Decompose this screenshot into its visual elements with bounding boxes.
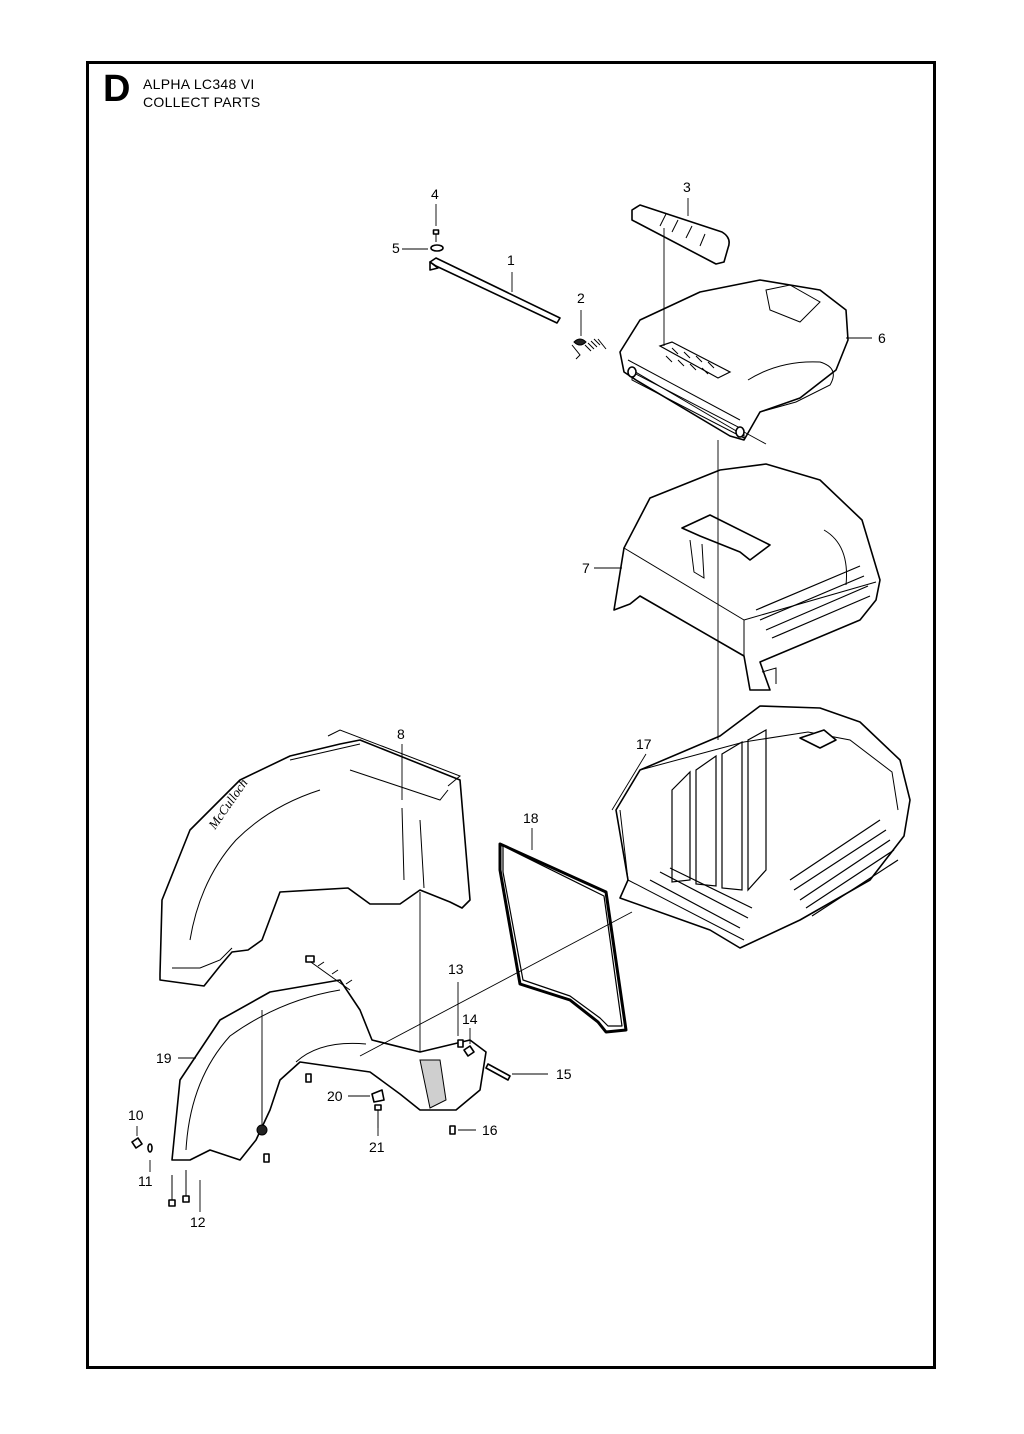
part-11-washer <box>147 1143 153 1153</box>
part-16-screw <box>449 1125 456 1135</box>
callout-10: 10 <box>128 1107 144 1123</box>
part-6-top-cover <box>619 279 849 445</box>
model-name: ALPHA LC348 VI <box>143 76 255 92</box>
part-7-upper-cover <box>613 463 881 691</box>
part-19-lower-frame <box>171 979 487 1161</box>
callout-20: 20 <box>327 1088 343 1104</box>
callout-16: 16 <box>482 1122 498 1138</box>
callout-19: 19 <box>156 1050 172 1066</box>
part-20-clip <box>371 1089 385 1103</box>
callout-14: 14 <box>462 1011 478 1027</box>
part-10-nut <box>131 1137 143 1149</box>
part-14-nut <box>463 1045 475 1057</box>
callout-labels: 1 2 3 4 5 6 7 8 10 11 12 13 14 15 16 17 … <box>128 179 886 1230</box>
callout-15: 15 <box>556 1066 572 1082</box>
part-15-bolt <box>485 1063 511 1081</box>
part-2-spring <box>571 338 607 360</box>
part-3-handle-grip <box>631 204 730 265</box>
section-letter: D <box>103 68 131 110</box>
callout-8: 8 <box>397 726 405 742</box>
page-frame <box>86 61 936 1369</box>
part-4-screw <box>432 229 440 242</box>
part-5-washer <box>430 244 444 252</box>
side-bolts <box>263 955 353 1163</box>
callout-2: 2 <box>577 290 585 306</box>
callout-5: 5 <box>392 240 400 256</box>
part-12-screw <box>168 1170 190 1207</box>
callout-7: 7 <box>582 560 590 576</box>
part-8-chute: McCulloch <box>159 729 471 987</box>
callout-18: 18 <box>523 810 539 826</box>
callout-12: 12 <box>190 1214 206 1230</box>
callout-3: 3 <box>683 179 691 195</box>
section-title: COLLECT PARTS <box>143 94 261 110</box>
callout-4: 4 <box>431 186 439 202</box>
leader-lines <box>136 198 872 1212</box>
part-1-rod <box>429 257 561 324</box>
callout-13: 13 <box>448 961 464 977</box>
callout-6: 6 <box>878 330 886 346</box>
callout-21: 21 <box>369 1139 385 1155</box>
callout-11: 11 <box>138 1173 153 1189</box>
assembly-lines <box>261 228 719 1120</box>
part-18-frame-wire <box>498 842 628 1034</box>
callout-1: 1 <box>507 252 515 268</box>
callout-17: 17 <box>636 736 652 752</box>
part-21-screw <box>374 1104 382 1128</box>
part-13-screw <box>457 1039 464 1048</box>
part-17-grass-basket <box>615 705 911 949</box>
